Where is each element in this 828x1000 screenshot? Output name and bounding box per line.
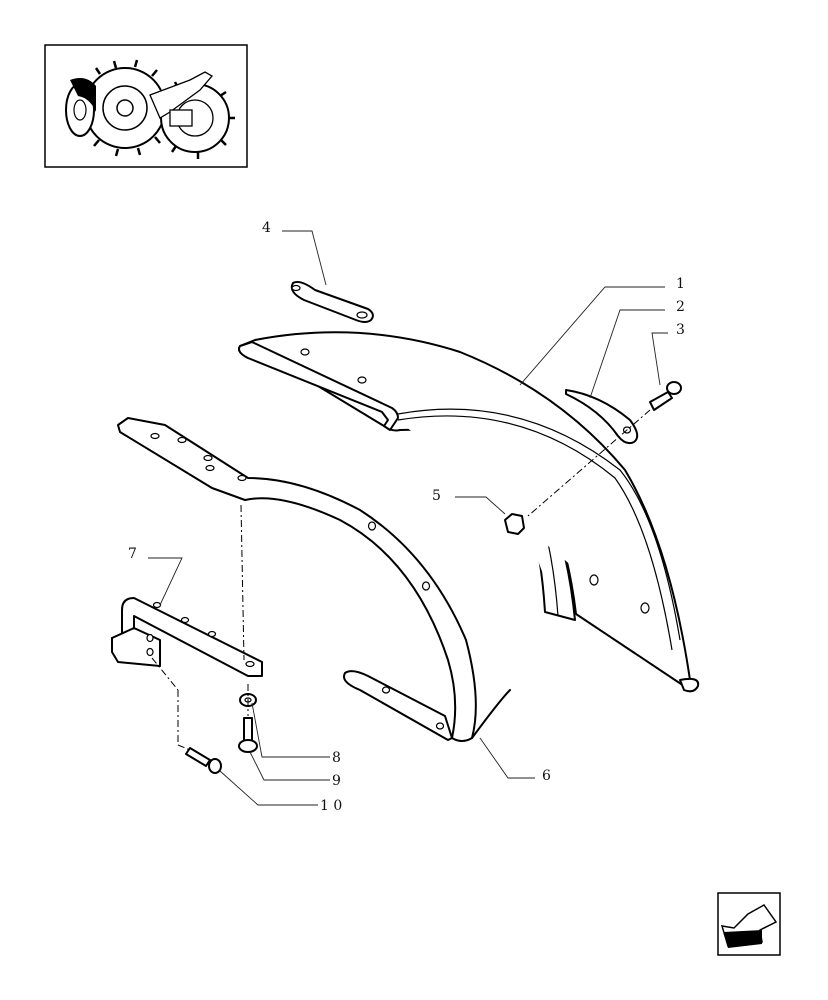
part-4-strap xyxy=(290,280,374,323)
callout-labels: 4 1 2 3 5 7 8 9 1 0 6 xyxy=(128,220,685,814)
callout-2: 2 xyxy=(676,299,685,315)
callout-6: 6 xyxy=(542,768,551,784)
callout-10: 1 0 xyxy=(320,798,342,814)
callout-5: 5 xyxy=(432,488,441,504)
tractor-thumbnail-icon[interactable] xyxy=(44,44,248,168)
part-9-bolt xyxy=(238,717,258,753)
part-7-bracket xyxy=(111,597,263,677)
callout-4: 4 xyxy=(262,220,271,236)
callout-9: 9 xyxy=(332,773,341,789)
next-page-arrow-icon[interactable] xyxy=(717,892,781,956)
part-3-bolt xyxy=(649,381,682,411)
callout-1: 1 xyxy=(676,276,685,292)
callout-3: 3 xyxy=(676,322,685,338)
assembly-centerlines xyxy=(151,409,651,751)
part-10-bolt xyxy=(185,747,222,774)
callout-7: 7 xyxy=(128,546,137,562)
part-5-nut xyxy=(504,513,525,535)
callout-8: 8 xyxy=(332,750,341,766)
part-1-mudguard xyxy=(238,331,691,691)
part-6-support-rail xyxy=(117,417,700,742)
leader-lines xyxy=(148,230,668,806)
